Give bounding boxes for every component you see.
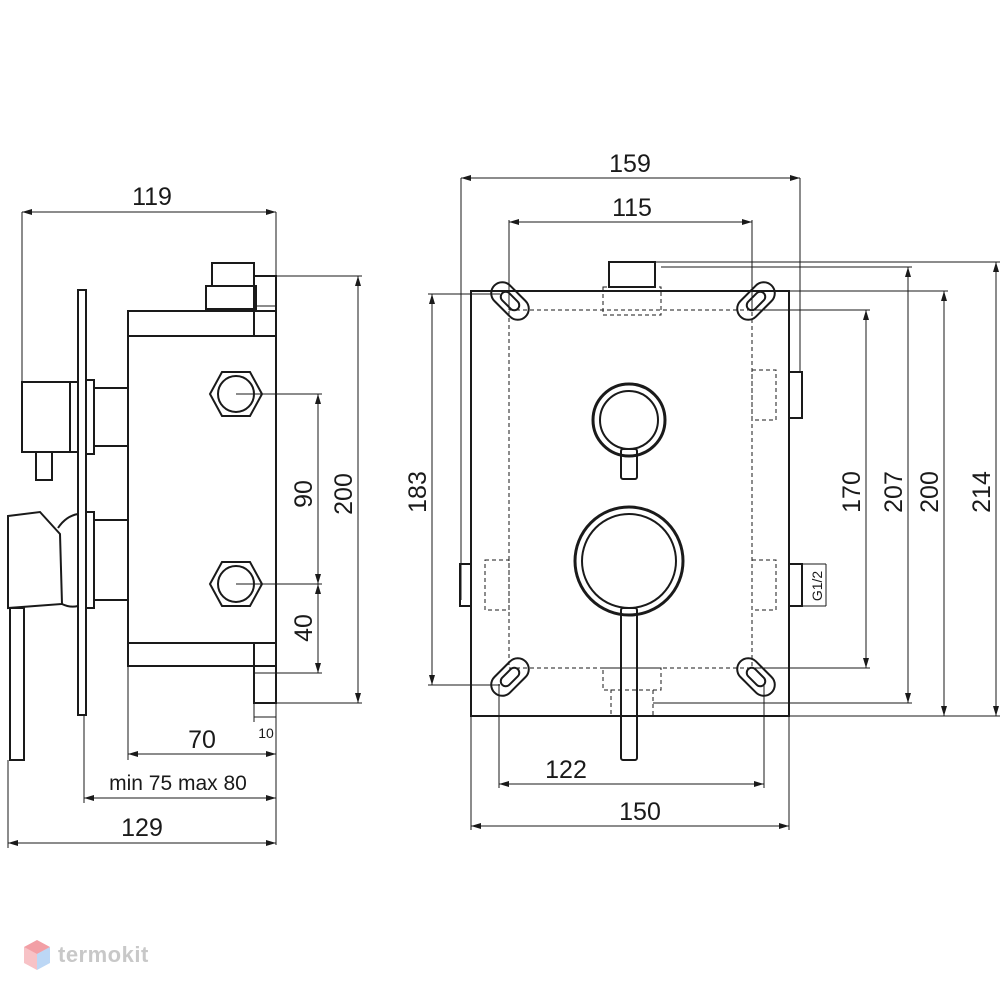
- front-view: 159 115 183 170: [404, 150, 1000, 830]
- side-view: 119 200 90 40 70: [7, 183, 362, 848]
- front-plate: [470, 290, 790, 717]
- front-right-fittings: [751, 369, 803, 611]
- dim-207: 207: [880, 471, 908, 513]
- hidden-body: [508, 309, 753, 669]
- dim-150: 150: [619, 798, 661, 826]
- mixer-lever: [573, 505, 685, 761]
- dim-214: 214: [968, 471, 996, 513]
- dim-159: 159: [609, 150, 651, 178]
- front-bottom-fitting: [602, 667, 662, 717]
- front-dimensions: 159 115 183 170: [404, 150, 1000, 830]
- dim-170: 170: [838, 471, 866, 513]
- front-top-fitting: [602, 261, 662, 316]
- dim-90: 90: [290, 480, 318, 508]
- thread-label: G1/2: [809, 571, 825, 602]
- side-dimensions: 119 200 90 40 70: [7, 183, 362, 848]
- mounting-slots: [490, 281, 776, 697]
- dim-200-side: 200: [330, 473, 358, 515]
- dim-10: 10: [258, 725, 274, 741]
- diverter-knob: [591, 382, 667, 480]
- dim-70: 70: [188, 726, 216, 754]
- dim-200-front: 200: [916, 471, 944, 513]
- brand-watermark: termokit: [22, 935, 149, 975]
- front-left-fittings: [459, 559, 510, 611]
- lever-handle: [7, 510, 79, 761]
- dim-183: 183: [404, 471, 432, 513]
- dim-122: 122: [545, 756, 587, 784]
- side-view-body: [127, 262, 277, 704]
- small-knob: [21, 381, 79, 481]
- dim-115: 115: [612, 194, 652, 222]
- brand-name: termokit: [58, 942, 149, 967]
- wall-plate: [77, 289, 129, 716]
- dim-40: 40: [290, 614, 318, 642]
- dim-119: 119: [132, 183, 172, 211]
- dim-min-max: min 75 max 80: [109, 772, 247, 795]
- cube-logo-icon: [24, 940, 50, 970]
- dim-129: 129: [121, 814, 163, 842]
